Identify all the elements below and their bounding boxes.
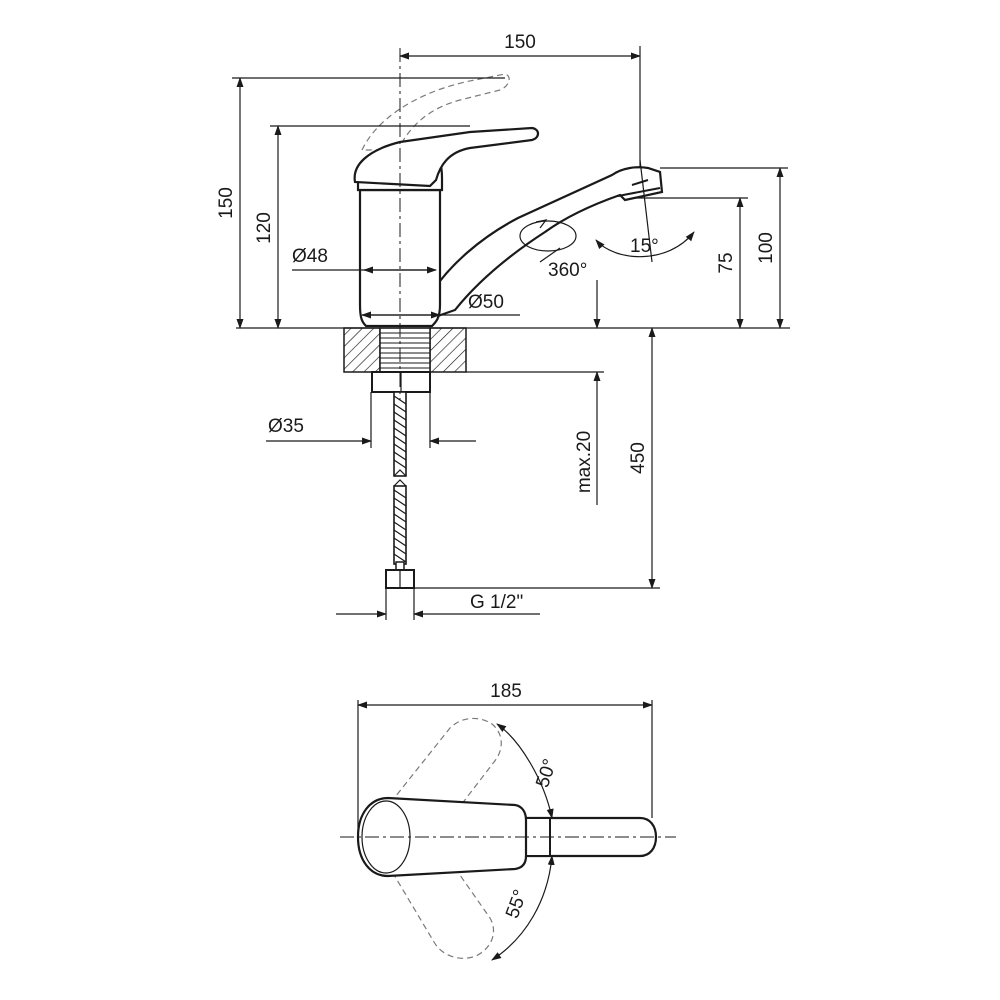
hose-braid-lower: [393, 489, 407, 563]
dim-lever-height: 120: [254, 212, 275, 244]
dim-spout-height-outer: 100: [756, 232, 777, 264]
lever-raised-ghost: [361, 73, 510, 151]
countertop-section-left: [343, 327, 381, 373]
dim-max-thickness: max.20: [574, 431, 595, 493]
lever-ghost-up: [369, 717, 502, 860]
dim-spout-height-inner: 75: [716, 252, 737, 273]
dim-plan-width: 185: [490, 681, 522, 702]
swivel-leader: [539, 247, 561, 263]
dim-thread-diameter: Ø35: [268, 416, 304, 437]
dim-angle-lower: 55°: [502, 887, 532, 921]
swivel-arrowhead: [535, 219, 548, 229]
dim-body-diameter: Ø48: [292, 246, 328, 267]
hose-break-lower: [393, 479, 407, 487]
dim-total-height: 150: [216, 187, 237, 219]
thread-lines: [380, 332, 430, 369]
dim-top-width: 150: [504, 32, 536, 53]
lever-ghost-down: [368, 806, 495, 959]
swivel-arc: [519, 220, 577, 252]
angle-50-arc: [496, 723, 554, 819]
dim-base-diameter: Ø50: [468, 292, 504, 313]
dim-spout-tilt: 15°: [630, 236, 659, 257]
countertop-section-right: [429, 327, 467, 373]
spout-tip: [617, 179, 661, 197]
dim-connection: G 1/2": [470, 592, 523, 613]
dim-angle-upper: 50°: [532, 756, 561, 790]
angle-55-arc: [491, 855, 555, 961]
dim-swivel: 360°: [548, 260, 587, 281]
plan-view: 185 50° 55°: [340, 681, 676, 961]
hose-ferrule: [395, 561, 405, 571]
spout-plan: [518, 816, 658, 858]
dim-hose-length: 450: [628, 442, 649, 474]
threaded-stud: [379, 327, 431, 373]
hose-break-upper: [393, 469, 407, 477]
lever-handle: [353, 126, 540, 188]
tilt-arc: [595, 231, 695, 258]
side-view: 150 150 120 Ø48 Ø50 360° 15° 100 75 max.…: [216, 32, 790, 620]
spout: [430, 166, 664, 320]
